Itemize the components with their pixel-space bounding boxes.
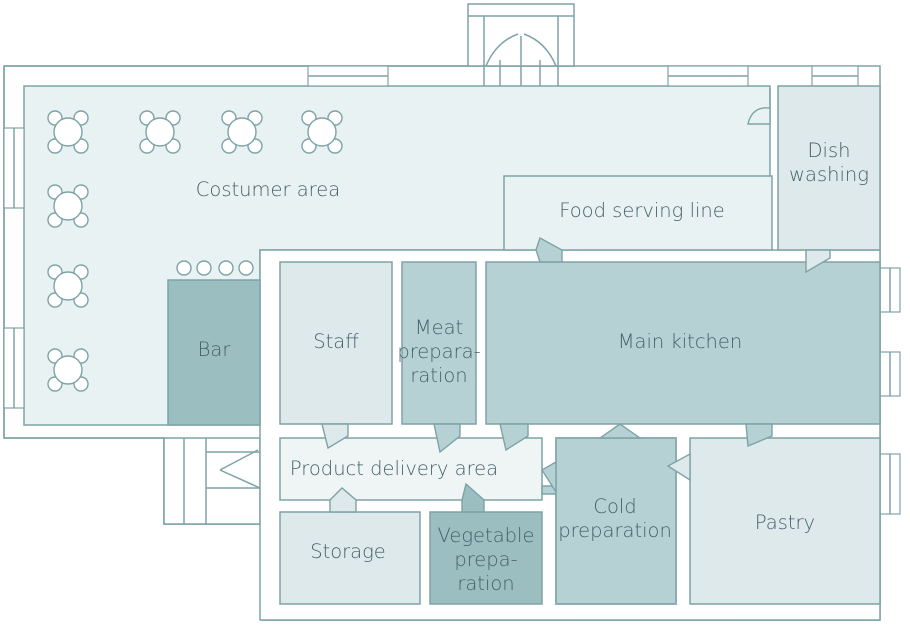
door-kitchen-delivery [499, 423, 529, 452]
door-vegetable [461, 482, 485, 513]
label-pastry: Pastry [755, 511, 815, 534]
label-cold-1: Cold [593, 495, 636, 518]
door-storage [329, 487, 357, 513]
table-top [53, 355, 83, 385]
door-dish-washing [747, 88, 771, 125]
label-meat-3: ration [410, 364, 467, 387]
dining-table [47, 348, 89, 392]
pastry-room [689, 437, 881, 605]
bar-stool [238, 260, 254, 276]
food-serving-line-room [503, 175, 773, 251]
dining-table [47, 184, 89, 228]
door-cold-delivery [541, 460, 557, 495]
table-top [53, 271, 83, 301]
main-kitchen-room [485, 261, 881, 425]
dining-table [301, 110, 343, 154]
label-dish-washing-1: Dish [808, 139, 851, 162]
side-entrance-steps [163, 437, 261, 525]
bar-stool [196, 260, 212, 276]
staff-room [279, 261, 393, 425]
door-dish-to-kitchen [805, 249, 831, 274]
label-food-serving-line: Food serving line [559, 199, 725, 222]
label-product-delivery: Product delivery area [290, 457, 498, 480]
label-vegetable-1: Vegetable [438, 524, 535, 547]
bar-stool [176, 260, 192, 276]
dining-table [139, 110, 181, 154]
label-cold-2: preparation [558, 519, 672, 542]
door-staff [321, 423, 349, 450]
table-top [53, 117, 83, 147]
doors [321, 88, 831, 513]
label-vegetable-2: prepa- [454, 548, 517, 571]
dining-table [47, 110, 89, 154]
label-meat-1: Meat [415, 316, 463, 339]
table-top [307, 117, 337, 147]
label-customer-area: Costumer area [196, 178, 340, 201]
bar-stools [176, 260, 254, 276]
label-main-kitchen: Main kitchen [618, 330, 743, 353]
bar-stool [218, 260, 234, 276]
dish-washing-room [777, 85, 881, 251]
table-top [227, 117, 257, 147]
meat-preparation-room [401, 261, 477, 425]
dining-tables [47, 110, 343, 392]
label-dish-washing-2: washing [789, 163, 869, 186]
label-staff: Staff [313, 330, 359, 353]
label-bar: Bar [198, 338, 231, 361]
door-meat [433, 423, 461, 454]
product-delivery-area [279, 437, 543, 501]
door-cold [597, 423, 643, 439]
storage-room [279, 511, 421, 605]
label-vegetable-3: ration [457, 572, 514, 595]
door-pastry [666, 452, 691, 482]
label-meat-2: prepara- [397, 340, 480, 363]
door-kitchen-pastry [745, 423, 773, 448]
table-top [145, 117, 175, 147]
room-labels: Costumer area Food serving line Dish was… [196, 139, 869, 595]
bar-room [167, 279, 261, 426]
vegetable-preparation-room [429, 511, 543, 605]
entrance-vestibule [467, 3, 575, 86]
label-storage: Storage [310, 540, 386, 563]
dining-table [221, 110, 263, 154]
door-serving-line [535, 236, 563, 263]
dining-table [47, 264, 89, 308]
table-top [53, 191, 83, 221]
